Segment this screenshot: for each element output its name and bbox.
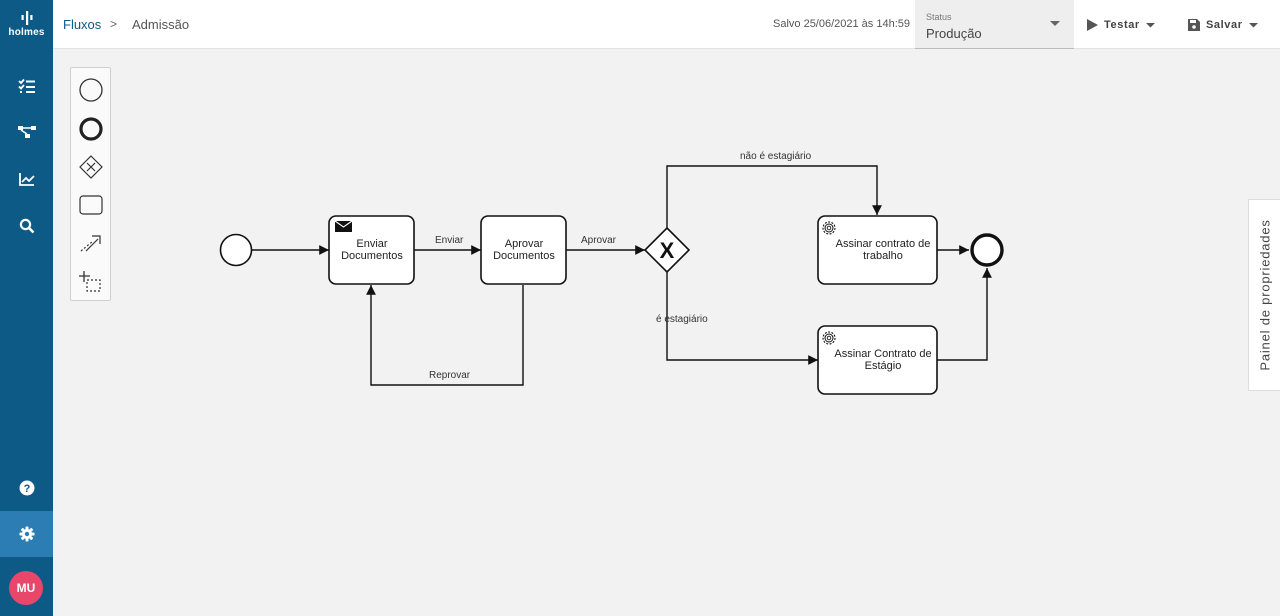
exclusive-gateway[interactable]: X	[643, 226, 691, 274]
test-button[interactable]: Testar	[1087, 17, 1155, 33]
gear-icon	[19, 526, 34, 542]
chevron-down-icon	[1050, 21, 1060, 26]
checklist-icon	[17, 78, 35, 93]
task-tool[interactable]	[71, 187, 110, 223]
search-icon	[19, 218, 34, 234]
test-button-label: Testar	[1104, 19, 1140, 31]
sidebar-item-help[interactable]: ?	[0, 466, 53, 510]
flow-label-nao-estagiario: não é estagiário	[740, 151, 812, 162]
sidebar-item-tasks[interactable]	[0, 64, 53, 108]
save-button-label: Salvar	[1206, 19, 1243, 31]
connect-arrow-icon	[80, 235, 101, 252]
end-event-icon	[78, 117, 103, 141]
end-event[interactable]	[970, 233, 1004, 267]
header: Fluxos > Admissão Salvo 25/06/2021 às 14…	[53, 0, 1280, 49]
help-circle-icon: ?	[19, 480, 34, 496]
flow-label-estagiario: é estagiário	[656, 314, 708, 325]
space-tool-icon	[78, 271, 101, 292]
breadcrumb-root[interactable]: Fluxos	[63, 17, 102, 32]
service-gear-icon	[822, 221, 836, 235]
properties-panel-toggle[interactable]: Painel de propriedades	[1248, 199, 1280, 391]
save-button[interactable]: Salvar	[1188, 17, 1258, 33]
sidebar: holmes ?	[0, 0, 53, 616]
sidebar-item-search[interactable]	[0, 204, 53, 248]
gateway-icon	[78, 155, 103, 179]
start-event[interactable]	[219, 233, 253, 267]
status-value: Produção	[926, 26, 982, 41]
flow-label-enviar: Enviar	[435, 235, 464, 246]
logo-icon	[21, 11, 32, 25]
diagram-palette	[70, 67, 111, 301]
gateway-symbol: X	[660, 238, 675, 263]
chevron-down-icon	[1248, 22, 1258, 27]
sidebar-item-flows[interactable]	[0, 110, 53, 154]
status-label: Status	[926, 12, 952, 22]
chevron-down-icon	[1145, 22, 1155, 27]
end-event-tool[interactable]	[71, 111, 110, 147]
start-event-icon	[78, 78, 103, 102]
page-title: Admissão	[132, 17, 190, 32]
flow-label-reprovar: Reprovar	[429, 370, 471, 381]
task-icon	[78, 195, 103, 215]
properties-panel-label: Painel de propriedades	[1257, 219, 1272, 371]
sidebar-item-reports[interactable]	[0, 157, 53, 201]
flow-diagram-icon	[17, 126, 36, 138]
connect-tool[interactable]	[71, 225, 110, 261]
start-event-tool[interactable]	[71, 72, 110, 108]
flow-label-aprovar: Aprovar	[581, 235, 617, 246]
sidebar-item-settings[interactable]	[0, 511, 53, 557]
flow-estagio-to-end[interactable]	[937, 268, 992, 361]
floppy-icon	[1188, 19, 1200, 31]
svg-text:?: ?	[23, 483, 30, 495]
status-select[interactable]: Status Produção	[915, 0, 1074, 49]
flow-estagiario[interactable]	[666, 272, 818, 365]
space-tool[interactable]	[71, 264, 110, 300]
avatar[interactable]: MU	[9, 571, 43, 605]
holmes-logo[interactable]: holmes	[0, 10, 53, 38]
flow-nao-estagiario[interactable]	[666, 165, 882, 228]
breadcrumb-separator: >	[110, 17, 118, 31]
saved-timestamp: Salvo 25/06/2021 às 14h:59	[773, 18, 911, 30]
bpmn-diagram: Enviar Aprovar Reprovar não é estagiário…	[219, 151, 1004, 395]
chart-line-icon	[18, 173, 35, 186]
play-icon	[1087, 19, 1098, 31]
gateway-tool[interactable]	[71, 149, 110, 185]
service-gear-icon	[822, 331, 836, 345]
envelope-icon	[334, 220, 353, 232]
diagram-canvas[interactable]: Enviar Aprovar Reprovar não é estagiário…	[53, 49, 1280, 616]
logo-text: holmes	[8, 27, 45, 38]
flow-reprovar[interactable]	[366, 285, 524, 386]
